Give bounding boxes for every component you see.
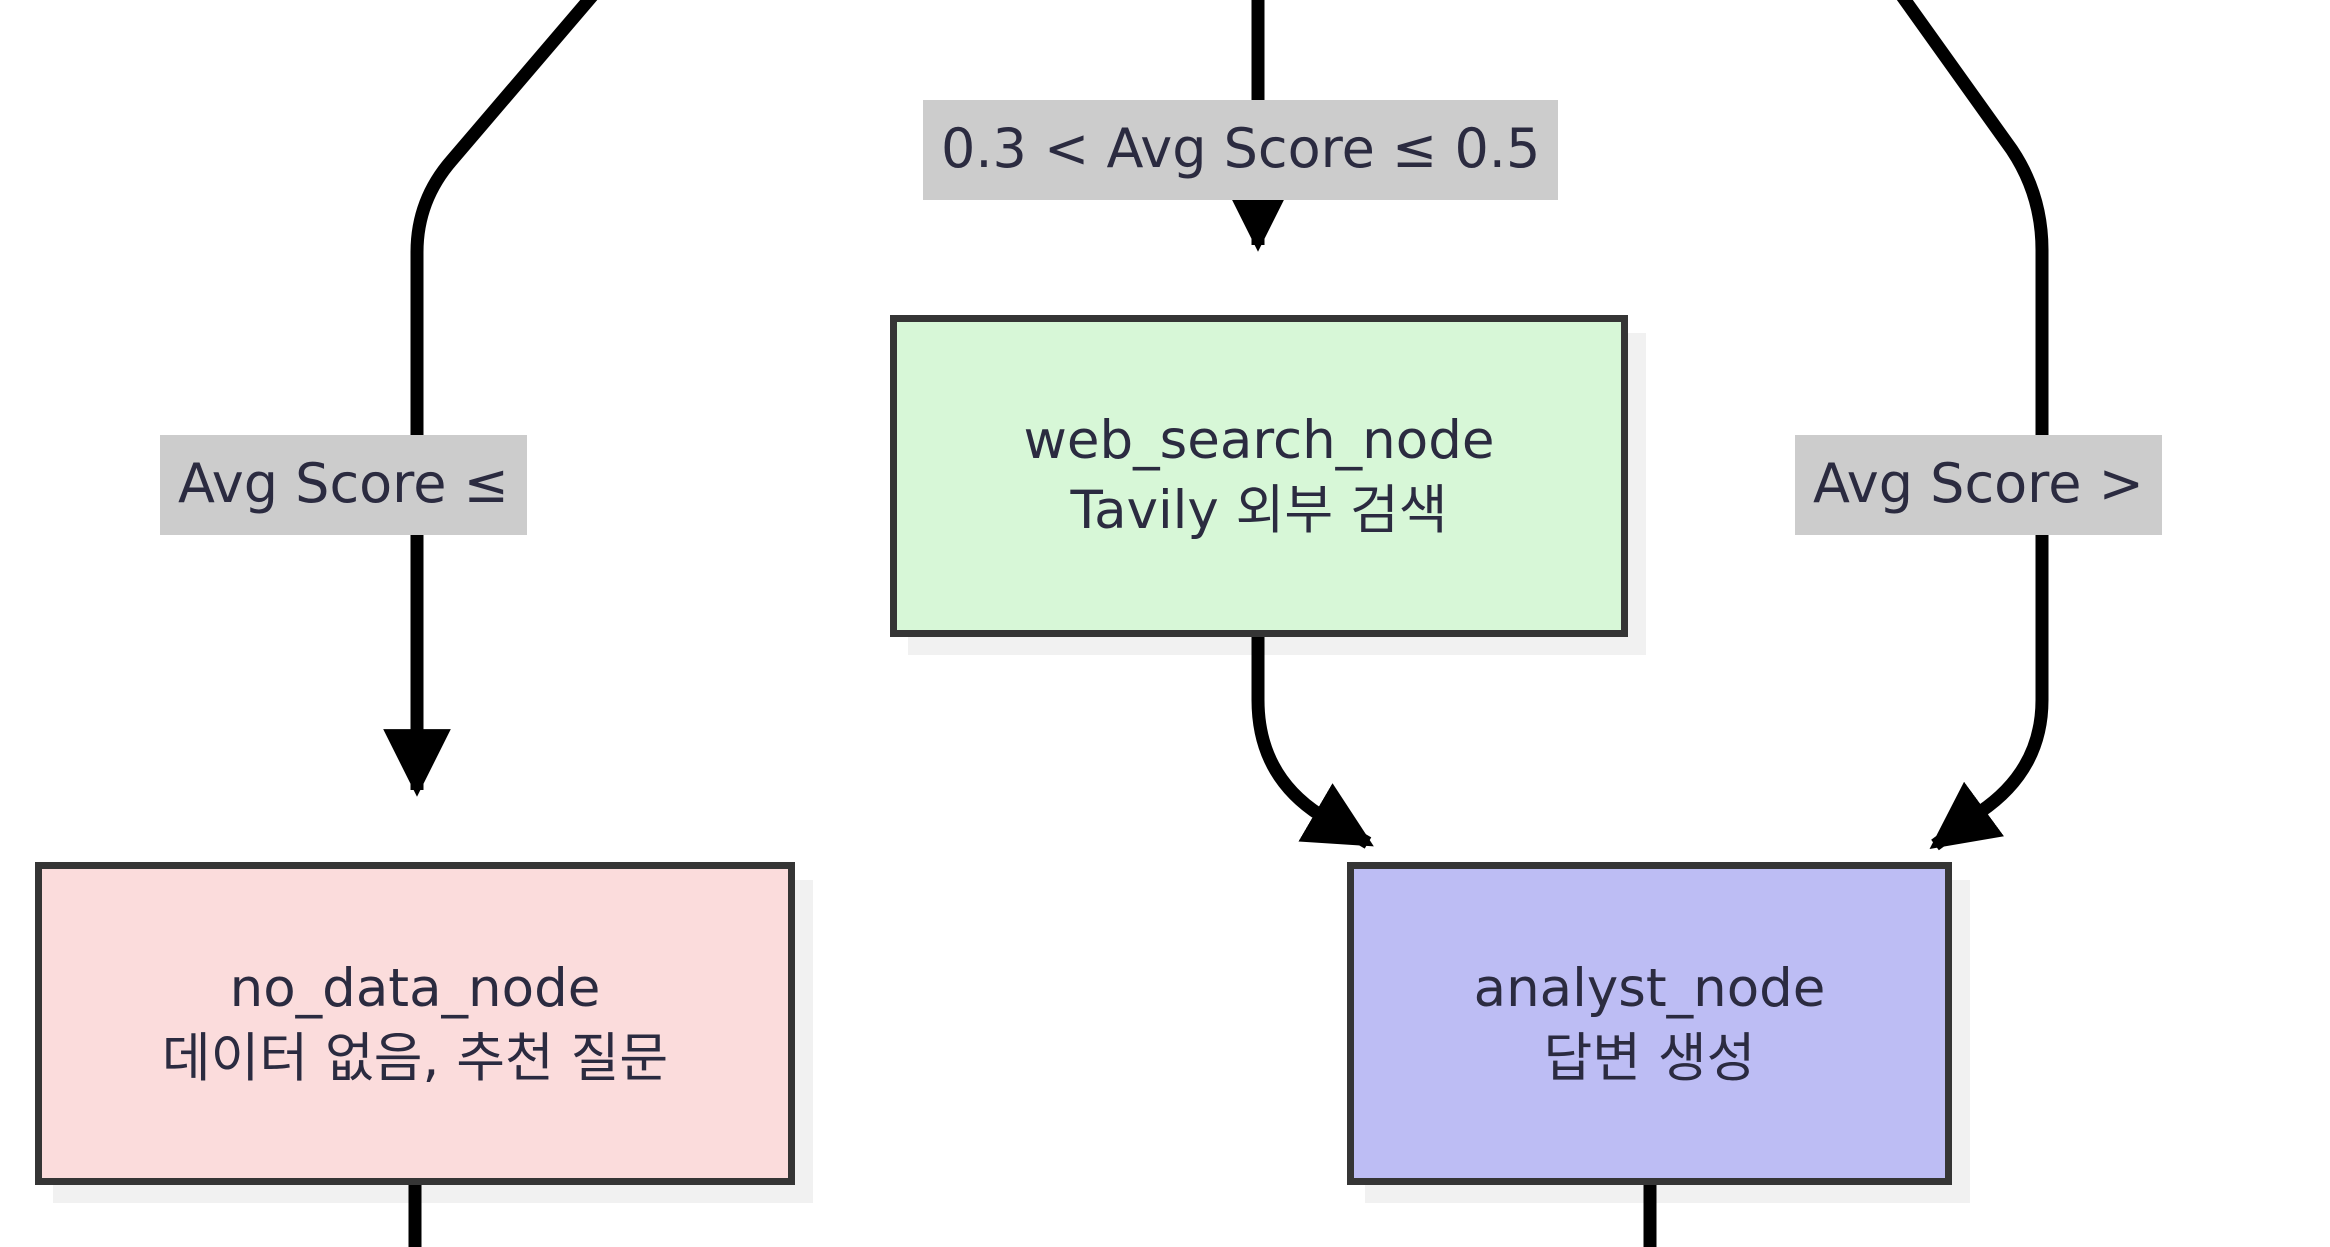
edge-web-search-to-analyst — [1251, 637, 1374, 849]
node-analyst-title: analyst_node — [1473, 957, 1826, 1019]
node-analyst[interactable]: analyst_node 답변 생성 — [1347, 862, 1952, 1185]
node-analyst-subtitle: 답변 생성 — [1543, 1027, 1756, 1089]
node-web-search-title: web_search_node — [1023, 410, 1495, 472]
node-no-data-title: no_data_node — [229, 957, 601, 1019]
edge-label-mid-score: 0.3 < Avg Score ≤ 0.5 — [923, 100, 1559, 200]
edge-label-high-score: Avg Score > — [1795, 435, 2162, 535]
edge-router-to-analyst — [1896, 0, 2049, 851]
node-web-search[interactable]: web_search_node Tavily 외부 검색 — [890, 315, 1628, 637]
edge-label-low-score: Avg Score ≤ — [160, 435, 527, 535]
node-web-search-subtitle: Tavily 외부 검색 — [1070, 480, 1448, 541]
edge-router-to-no-data — [383, 0, 598, 797]
node-no-data-subtitle: 데이터 없음, 추천 질문 — [161, 1027, 669, 1089]
node-no-data[interactable]: no_data_node 데이터 없음, 추천 질문 — [35, 862, 795, 1185]
